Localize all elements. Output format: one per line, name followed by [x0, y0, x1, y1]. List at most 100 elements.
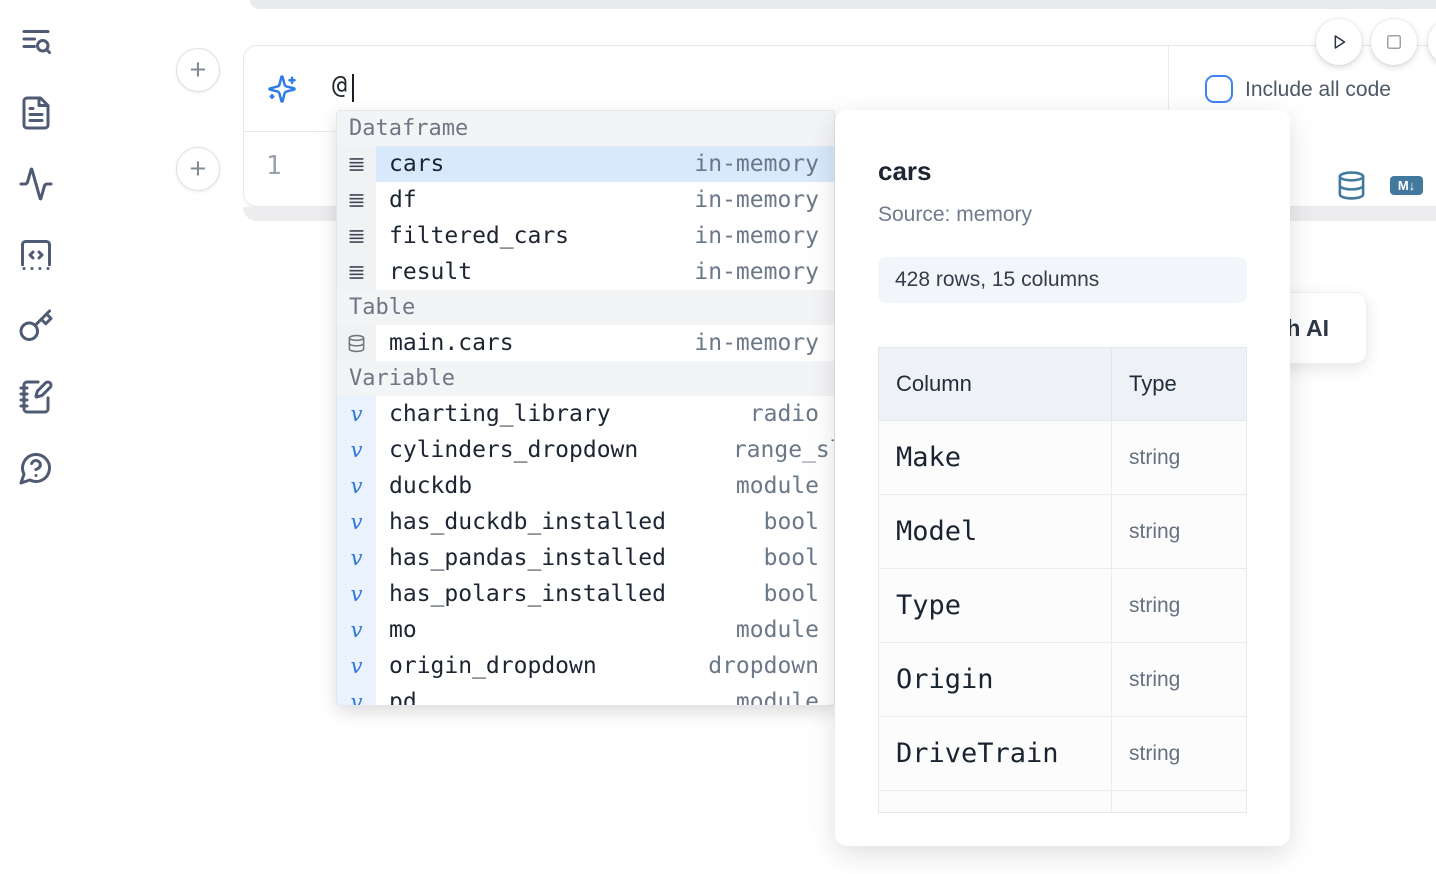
column-name-cell: Origin — [879, 643, 1112, 716]
rows-icon — [337, 182, 376, 218]
item-name: filtered_cars — [389, 223, 570, 249]
rows-icon — [337, 146, 376, 182]
text-search-icon[interactable] — [18, 24, 54, 60]
item-type: in-memory — [694, 259, 819, 285]
notebook-pen-icon[interactable] — [18, 379, 54, 415]
item-name: cylinders_dropdown — [389, 437, 639, 463]
autocomplete-item-main.cars[interactable]: main.cars in-memory — [337, 325, 834, 361]
stop-icon — [1387, 35, 1401, 49]
autocomplete-item-df[interactable]: df in-memory — [337, 182, 834, 218]
file-text-icon[interactable] — [18, 95, 54, 131]
item-type: radio — [749, 401, 819, 427]
item-type: module — [735, 617, 819, 643]
variable-icon: v — [337, 396, 376, 432]
item-type: dropdown — [708, 653, 819, 679]
autocomplete-item-cars[interactable]: cars in-memory — [337, 146, 834, 182]
help-circle-icon[interactable] — [18, 450, 54, 486]
autocomplete-section-header: Table — [337, 290, 834, 325]
preview-shape-badge: 428 rows, 15 columns — [878, 257, 1247, 303]
column-header: Column — [879, 348, 1112, 420]
table-header-row: Column Type — [879, 348, 1246, 421]
item-type: range_slider — [732, 437, 834, 463]
autocomplete-section-header: Variable — [337, 361, 834, 396]
item-name: pd — [389, 689, 417, 706]
partial-circle-button[interactable] — [1428, 19, 1436, 65]
variable-icon: v — [337, 684, 376, 705]
rows-icon — [337, 218, 376, 254]
item-name: mo — [389, 617, 417, 643]
column-name-cell: Make — [879, 421, 1112, 494]
item-type: module — [735, 473, 819, 499]
item-name: cars — [389, 151, 445, 177]
previous-cell-bottom-edge — [250, 0, 1436, 9]
include-all-code-label: Include all code — [1245, 78, 1391, 101]
key-icon[interactable] — [18, 308, 54, 344]
stop-button[interactable] — [1371, 19, 1417, 65]
item-name: duckdb — [389, 473, 473, 499]
sql-database-icon[interactable] — [1336, 170, 1367, 201]
item-name: has_pandas_installed — [389, 545, 666, 571]
ai-prompt-input[interactable]: @ — [332, 70, 348, 99]
include-all-code-checkbox[interactable] — [1205, 75, 1233, 103]
item-name: df — [389, 187, 417, 213]
database-icon — [337, 325, 376, 361]
table-row: Type string — [879, 569, 1246, 643]
column-type-cell: string — [1129, 667, 1181, 691]
add-cell-button-bottom[interactable]: + — [176, 147, 220, 191]
item-name: has_polars_installed — [389, 581, 666, 607]
column-name-cell: Type — [879, 569, 1112, 642]
code-line-number: 1 — [266, 151, 282, 181]
item-name: charting_library — [389, 401, 611, 427]
code-square-icon[interactable] — [18, 237, 54, 273]
item-type: module — [735, 689, 819, 706]
preview-title: cars — [878, 156, 932, 186]
variable-icon: v — [337, 648, 376, 684]
variable-icon: v — [337, 468, 376, 504]
run-button[interactable] — [1316, 19, 1362, 65]
type-header: Type — [1129, 371, 1177, 396]
column-name-cell — [879, 791, 1112, 812]
variable-icon: v — [337, 504, 376, 540]
column-type-cell — [1112, 791, 1246, 812]
activity-icon[interactable] — [18, 166, 54, 202]
autocomplete-item-origin_dropdown[interactable]: v origin_dropdown dropdown — [337, 648, 834, 684]
item-type: in-memory — [694, 223, 819, 249]
sparkles-icon — [267, 74, 297, 104]
column-type-cell: string — [1129, 741, 1181, 765]
item-name: origin_dropdown — [389, 653, 597, 679]
column-type-cell: string — [1129, 519, 1181, 543]
dataset-preview-panel: cars Source: memory 428 rows, 15 columns… — [835, 110, 1290, 846]
autocomplete-section-header: Dataframe — [337, 111, 834, 146]
item-name: has_duckdb_installed — [389, 509, 666, 535]
sidebar — [18, 24, 54, 486]
add-cell-button-top[interactable]: + — [176, 48, 220, 92]
table-row: Origin string — [879, 643, 1246, 717]
autocomplete-item-filtered_cars[interactable]: filtered_cars in-memory — [337, 218, 834, 254]
item-type: in-memory — [694, 151, 819, 177]
markdown-icon[interactable]: M↓ — [1390, 176, 1423, 195]
preview-source: Source: memory — [878, 203, 1033, 226]
column-type-cell: string — [1129, 593, 1181, 617]
item-name: main.cars — [389, 330, 514, 356]
variable-icon: v — [337, 576, 376, 612]
text-cursor — [352, 74, 354, 102]
table-row — [879, 791, 1246, 812]
column-name-cell: Model — [879, 495, 1112, 568]
item-type: in-memory — [694, 187, 819, 213]
autocomplete-item-charting_library[interactable]: v charting_library radio — [337, 396, 834, 432]
item-type: in-memory — [694, 330, 819, 356]
variable-icon: v — [337, 612, 376, 648]
